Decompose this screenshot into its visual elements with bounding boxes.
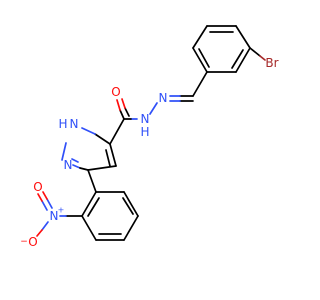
bonds [36, 25, 266, 241]
bond [192, 25, 208, 49]
atom-label-nitro-oxygen-double: O [33, 180, 42, 194]
atom-label-nitro-oxygen-charge: − [20, 237, 28, 247]
bond [192, 47, 208, 73]
atom-label-nitro-nitrogen: N [50, 209, 59, 223]
bond [79, 167, 89, 171]
atom-label-nitro-oxygen-anion: O [28, 235, 37, 249]
atom-label-amide-nitrogen: N [141, 112, 150, 126]
bond [105, 149, 111, 167]
bond [42, 191, 48, 200]
bond [109, 143, 117, 167]
bond [41, 200, 48, 211]
bond [122, 197, 134, 215]
bond [123, 215, 139, 241]
bond [81, 127, 96, 135]
bond [37, 193, 43, 202]
atom-label-amide-hydrogen: H [140, 125, 149, 139]
bond [61, 142, 67, 161]
bond [94, 133, 111, 145]
atom-label-carbonyl-oxygen: O [111, 85, 120, 99]
atom-label-pyrazole-nh-hydrogen: H [58, 117, 67, 131]
bond [249, 47, 261, 57]
bond [116, 99, 121, 111]
atom-label-bromine: Br [265, 56, 278, 70]
bond [87, 165, 117, 171]
bond [192, 71, 208, 97]
bond [235, 25, 251, 49]
molecule-structure: O N H N H N N Br N + O − O [20, 25, 279, 249]
bond [124, 107, 130, 117]
bond [235, 47, 251, 73]
bond [149, 102, 158, 115]
bond [46, 198, 53, 209]
bond [81, 191, 97, 217]
bond [36, 229, 43, 237]
bond [81, 215, 97, 241]
atom-label-imine-nitrogen: N [159, 91, 168, 105]
bond [231, 49, 244, 69]
bond [72, 164, 81, 169]
bond [87, 169, 97, 193]
bond [41, 221, 49, 231]
bond [259, 55, 266, 61]
bond [119, 109, 125, 120]
bond [109, 118, 125, 145]
bond [71, 158, 79, 163]
atom-label-pyrazole-nitrogen: N [64, 158, 73, 172]
bond [121, 98, 126, 109]
atom-label-pyrazole-nh-nitrogen: N [70, 117, 79, 131]
atom-labels: O N H N H N N Br N + O − O [20, 56, 278, 249]
bond [87, 197, 100, 217]
bond [123, 191, 139, 217]
atom-label-nitro-nitrogen-charge: + [58, 206, 65, 215]
bond [198, 48, 210, 68]
